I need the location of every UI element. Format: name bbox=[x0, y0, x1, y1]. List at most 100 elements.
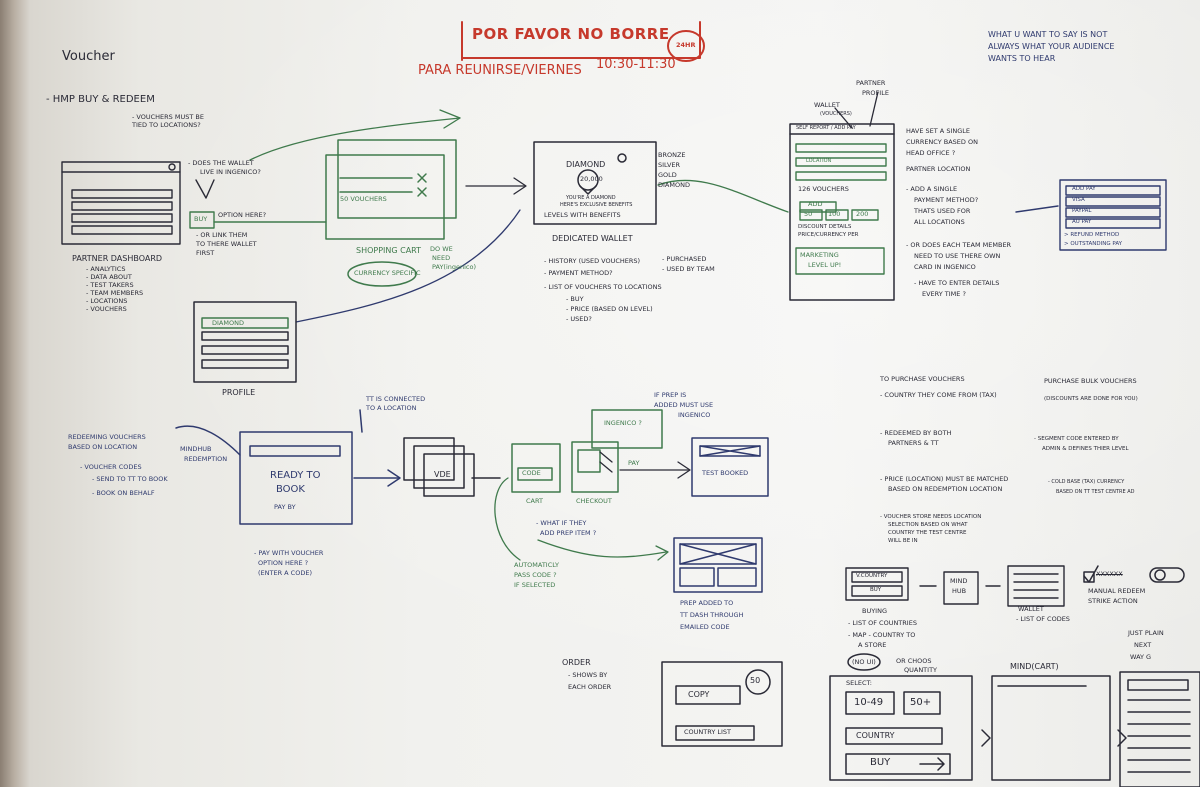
wallet-question-3: - OR LINK THEM bbox=[196, 231, 248, 239]
tier-note-2: HERE'S EXCLUSIVE BENEFITS bbox=[560, 202, 633, 208]
wallet-history-3: - LIST OF VOUCHERS TO LOCATIONS bbox=[544, 283, 662, 291]
tier-silver: SILVER bbox=[658, 161, 681, 169]
select-country: COUNTRY bbox=[856, 731, 895, 740]
prep-dash-3: EMAILED CODE bbox=[680, 623, 730, 631]
cart-wireframe bbox=[511, 409, 663, 493]
tier-gold: GOLD bbox=[658, 171, 677, 179]
buying-note-1: BUYING bbox=[862, 607, 888, 615]
redeem-note-3: - VOUCHER CODES bbox=[80, 463, 142, 471]
option-note: OPTION HERE? bbox=[218, 211, 267, 219]
purchase-right-5: - COLD BASE (TAX) CURRENCY bbox=[1048, 479, 1125, 485]
redeem-note-1: REDEEMING VOUCHERS bbox=[68, 433, 146, 441]
pay-menu-outstanding: > OUTSTANDING PAY bbox=[1064, 241, 1123, 247]
dashboard-item-1: - ANALYTICS bbox=[86, 265, 126, 273]
wallet-details-2: PRICE/CURRENCY PER bbox=[798, 232, 859, 238]
wallet-amount-50: 50 bbox=[804, 210, 813, 218]
dashboard-item-3: - TEST TAKERS bbox=[86, 281, 134, 289]
manual-label-2: STRIKE ACTION bbox=[1088, 597, 1138, 605]
wallet-amount-100: 100 bbox=[828, 210, 841, 218]
title-frame bbox=[461, 21, 705, 62]
wallet-question-5: FIRST bbox=[196, 249, 215, 257]
purchase-right-2: (DISCOUNTS ARE DONE FOR YOU) bbox=[1044, 396, 1138, 402]
buying-buy-box: BUY bbox=[870, 587, 882, 593]
pay-menu-add-pay: ADD PAY bbox=[1072, 186, 1096, 192]
pay-note-3: (ENTER A CODE) bbox=[258, 569, 312, 577]
currency-note-10: NEED TO USE THERE OWN bbox=[914, 252, 1001, 260]
buying-wallet-label: WALLET bbox=[1018, 605, 1044, 613]
pay-menu-visa: VISA bbox=[1072, 197, 1085, 203]
profile-tier-chip bbox=[201, 317, 289, 329]
wallet-marketing-1: MARKETING bbox=[800, 251, 839, 259]
ready-card-3: PAY BY bbox=[274, 503, 296, 511]
buying-note-3: - MAP - COUNTRY TO bbox=[848, 631, 916, 639]
currency-note-7: THATS USED FOR bbox=[914, 207, 971, 215]
options-note-1: (NO UI) bbox=[852, 658, 876, 666]
currency-note-5: - ADD A SINGLE bbox=[906, 185, 958, 193]
prep-dash-1: PREP ADDED TO bbox=[680, 599, 734, 607]
vouchers-note-1: - VOUCHERS MUST BE bbox=[132, 113, 204, 121]
what-if-1: - WHAT IF THEY bbox=[536, 519, 587, 527]
purchase-right-6: BASED ON TT TEST CENTRE AD bbox=[1056, 489, 1135, 495]
dashboard-item-4: - TEAM MEMBERS bbox=[86, 289, 144, 297]
buying-note-2: - LIST OF COUNTRIES bbox=[848, 619, 917, 627]
quote-line-1: WHAT U WANT TO SAY IS NOT bbox=[988, 30, 1108, 39]
wallet-history-2: - PAYMENT METHOD? bbox=[544, 269, 613, 277]
pay-menu-wireframe bbox=[1015, 179, 1167, 251]
ready-card-1: READY TO bbox=[270, 470, 321, 481]
wallet-amount-200: 200 bbox=[856, 210, 869, 218]
order-badge: 50 bbox=[750, 676, 761, 685]
test-booked-wireframe bbox=[691, 437, 769, 497]
mindhub-label-1: MINDHUB bbox=[180, 445, 212, 453]
wallet-question-1: - DOES THE WALLET bbox=[188, 159, 254, 167]
order-note-1: - SHOWS BY bbox=[568, 671, 608, 679]
partner-dashboard-wireframe bbox=[61, 161, 181, 245]
dashboard-item-6: - VOUCHERS bbox=[86, 305, 127, 313]
manual-label-1: MANUAL REDEEM bbox=[1088, 587, 1146, 595]
wallet-tabs: SELF REPORT / ADD PAY bbox=[796, 125, 856, 131]
currency-note-3: HEAD OFFICE ? bbox=[906, 149, 956, 157]
wallet-panel-arrows bbox=[834, 91, 879, 129]
arrow-cart-to-wallet bbox=[465, 177, 527, 195]
currency-note-12: - HAVE TO ENTER DETAILS bbox=[914, 279, 1000, 287]
ready-to-book-wireframe bbox=[175, 409, 401, 525]
levels-note: LEVELS WITH BENEFITS bbox=[544, 211, 621, 219]
tier-title: DIAMOND bbox=[566, 160, 606, 169]
dashboard-buy-button: BUY bbox=[194, 215, 208, 223]
tier-diamond: DIAMOND bbox=[658, 181, 690, 189]
profile-wireframe bbox=[193, 301, 297, 383]
cart-question-2: NEED bbox=[432, 254, 451, 262]
redeem-note-4: - SEND TO TT TO BOOK bbox=[92, 475, 168, 483]
pay-menu-paypal: PAYPAL bbox=[1072, 208, 1092, 214]
order-country-list: COUNTRY LIST bbox=[684, 728, 732, 736]
cart-code-label: CODE bbox=[522, 469, 541, 477]
checkout-label: CHECKOUT bbox=[576, 497, 612, 505]
wallet-history-side-2: - USED BY TEAM bbox=[662, 265, 715, 273]
prep-dash-2: TT DASH THROUGH bbox=[680, 611, 744, 619]
vde-cards bbox=[403, 437, 501, 497]
check-icon bbox=[195, 179, 215, 199]
cart-question-1: DO WE bbox=[430, 245, 453, 253]
auto-note-3: IF SELECTED bbox=[514, 581, 556, 589]
currency-note-11: CARD IN INGENICO bbox=[914, 263, 976, 271]
purchase-left-6: BASED ON REDEMPTION LOCATION bbox=[888, 485, 1003, 493]
currency-note-9: - OR DOES EACH TEAM MEMBER bbox=[906, 241, 1012, 249]
branch-lines bbox=[494, 477, 669, 561]
vouchers-note-2: TIED TO LOCATIONS? bbox=[132, 121, 201, 129]
tier-note-1: YOU'RE A DIAMOND bbox=[566, 195, 616, 201]
wallet-header-3: PARTNER bbox=[856, 79, 886, 87]
wallet-history-1: - HISTORY (USED VOUCHERS) bbox=[544, 257, 641, 265]
purchase-left-4: PARTNERS & TT bbox=[888, 439, 939, 447]
purchase-right-1: PURCHASE BULK VOUCHERS bbox=[1044, 377, 1137, 385]
mindhub-label-2: REDEMPTION bbox=[184, 455, 228, 463]
mind-hub-1: MIND bbox=[950, 577, 968, 585]
options-note-3: QUANTITY bbox=[904, 666, 938, 674]
mind-cart-wireframe bbox=[991, 675, 1127, 781]
dedicated-wallet-label: DEDICATED WALLET bbox=[552, 234, 633, 243]
pay-menu-refund: > REFUND METHOD bbox=[1064, 232, 1120, 238]
pay-label: PAY bbox=[628, 459, 640, 467]
next-list-wireframe bbox=[1119, 671, 1200, 787]
purchase-left-2: - COUNTRY THEY COME FROM (TAX) bbox=[880, 391, 997, 399]
cart-item-text: 50 VOUCHERS bbox=[340, 195, 387, 203]
wallet-voucher-count: 126 VOUCHERS bbox=[798, 185, 849, 193]
